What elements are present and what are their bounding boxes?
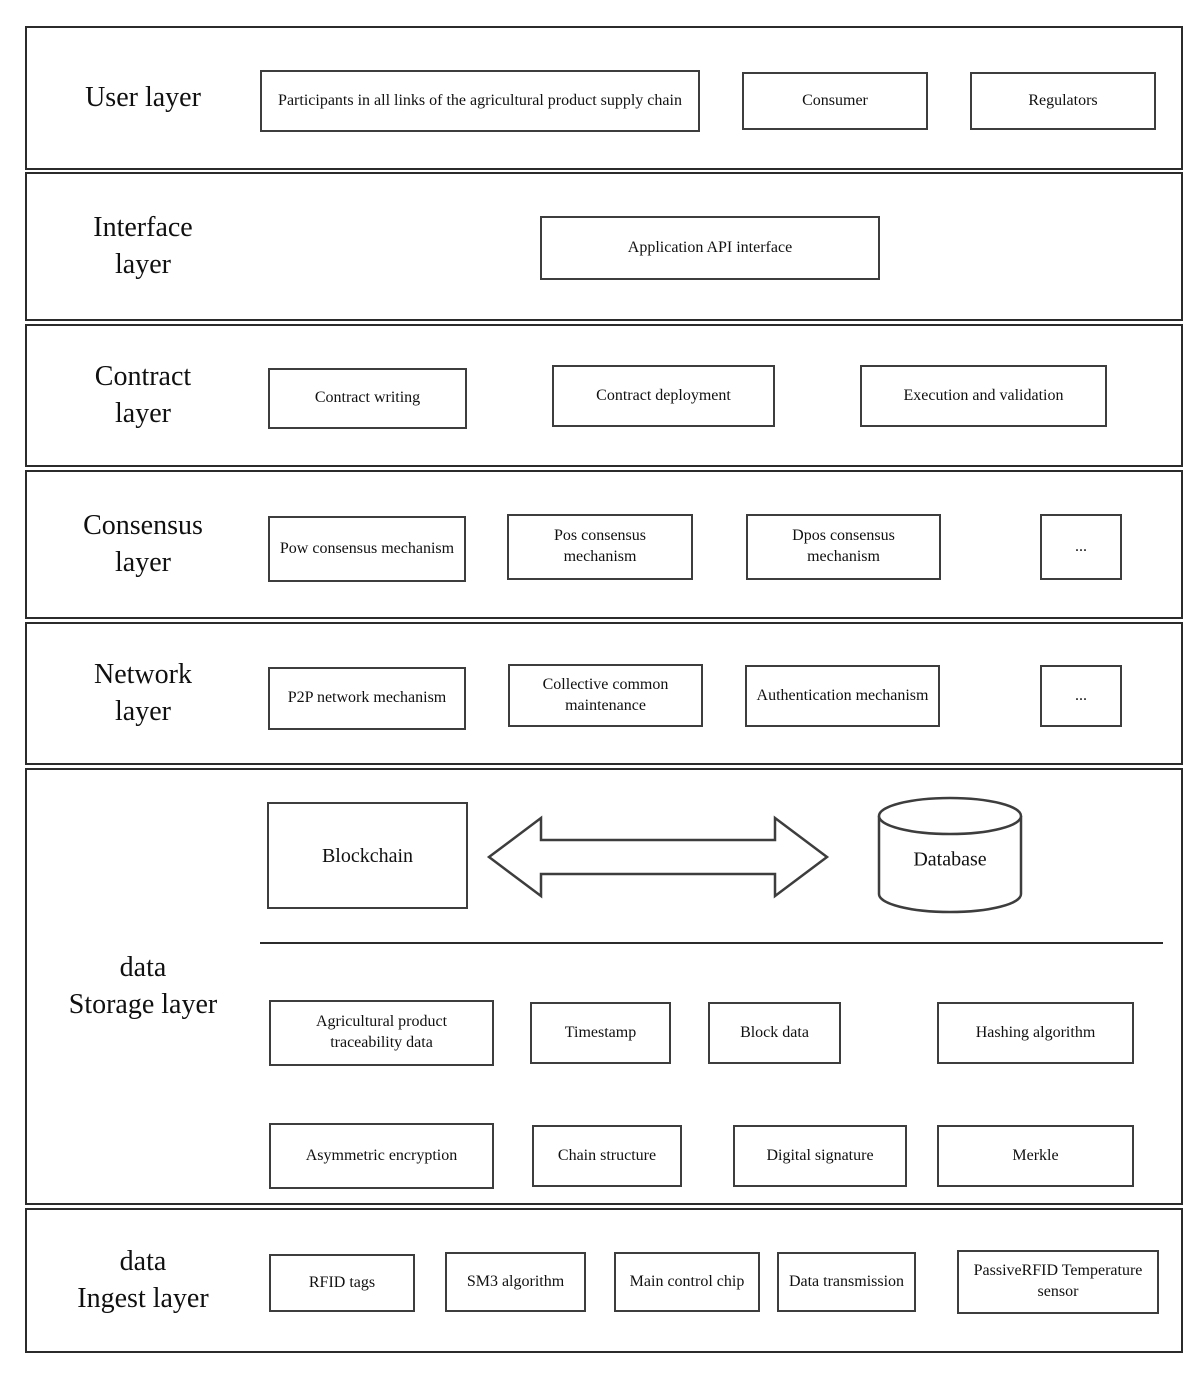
box-rfid-tags: RFID tags — [269, 1254, 415, 1312]
double-arrow-icon — [485, 810, 831, 904]
interface-layer-label: Interface layer — [93, 211, 193, 281]
box-blockchain: Blockchain — [267, 802, 468, 909]
network-layer-band: Network layer P2P network mechanism Coll… — [25, 622, 1183, 765]
storage-layer-label: data Storage layer — [68, 951, 218, 1021]
box-block-data: Block data — [708, 1002, 841, 1064]
box-contract-deployment: Contract deployment — [552, 365, 775, 427]
box-pos-consensus: Pos consensus mechanism — [507, 514, 693, 580]
contract-layer-band: Contract layer Contract writing Contract… — [25, 324, 1183, 467]
box-timestamp: Timestamp — [530, 1002, 671, 1064]
box-regulators: Regulators — [970, 72, 1156, 130]
network-layer-label: Network layer — [94, 658, 192, 728]
box-p2p-network: P2P network mechanism — [268, 667, 466, 730]
storage-layer-band: data Storage layer Blockchain Database A… — [25, 768, 1183, 1205]
box-contract-writing: Contract writing — [268, 368, 467, 429]
box-authentication: Authentication mechanism — [745, 665, 940, 727]
box-execution-validation: Execution and validation — [860, 365, 1107, 427]
box-chain-structure: Chain structure — [532, 1125, 682, 1187]
box-passive-rfid-sensor: PassiveRFID Temperature sensor — [957, 1250, 1159, 1314]
box-main-control-chip: Main control chip — [614, 1252, 760, 1312]
box-pow-consensus: Pow consensus mechanism — [268, 516, 466, 582]
ingest-layer-label: data Ingest layer — [77, 1245, 209, 1315]
box-agri-traceability-data: Agricultural product traceability data — [269, 1000, 494, 1066]
ingest-layer-band: data Ingest layer RFID tags SM3 algorith… — [25, 1208, 1183, 1353]
consensus-layer-band: Consensus layer Pow consensus mechanism … — [25, 470, 1183, 619]
contract-layer-label: Contract layer — [94, 360, 192, 430]
consensus-layer-label: Consensus layer — [83, 509, 203, 579]
box-asymmetric-encryption: Asymmetric encryption — [269, 1123, 494, 1189]
box-data-transmission: Data transmission — [777, 1252, 916, 1312]
box-consensus-more: ... — [1040, 514, 1122, 580]
box-collective-maintenance: Collective common maintenance — [508, 664, 703, 727]
user-layer-label: User layer — [85, 82, 201, 114]
box-sm3-algorithm: SM3 algorithm — [445, 1252, 586, 1312]
database-cylinder-icon: Database — [875, 794, 1025, 916]
box-consumer: Consumer — [742, 72, 928, 130]
box-application-api: Application API interface — [540, 216, 880, 280]
box-dpos-consensus: Dpos consensus mechanism — [746, 514, 941, 580]
box-network-more: ... — [1040, 665, 1122, 727]
box-digital-signature: Digital signature — [733, 1125, 907, 1187]
database-label: Database — [913, 848, 987, 871]
storage-separator-line — [260, 942, 1163, 944]
box-participants: Participants in all links of the agricul… — [260, 70, 700, 132]
user-layer-band: User layer Participants in all links of … — [25, 26, 1183, 170]
box-hashing-algorithm: Hashing algorithm — [937, 1002, 1134, 1064]
box-merkle: Merkle — [937, 1125, 1134, 1187]
interface-layer-band: Interface layer Application API interfac… — [25, 172, 1183, 321]
